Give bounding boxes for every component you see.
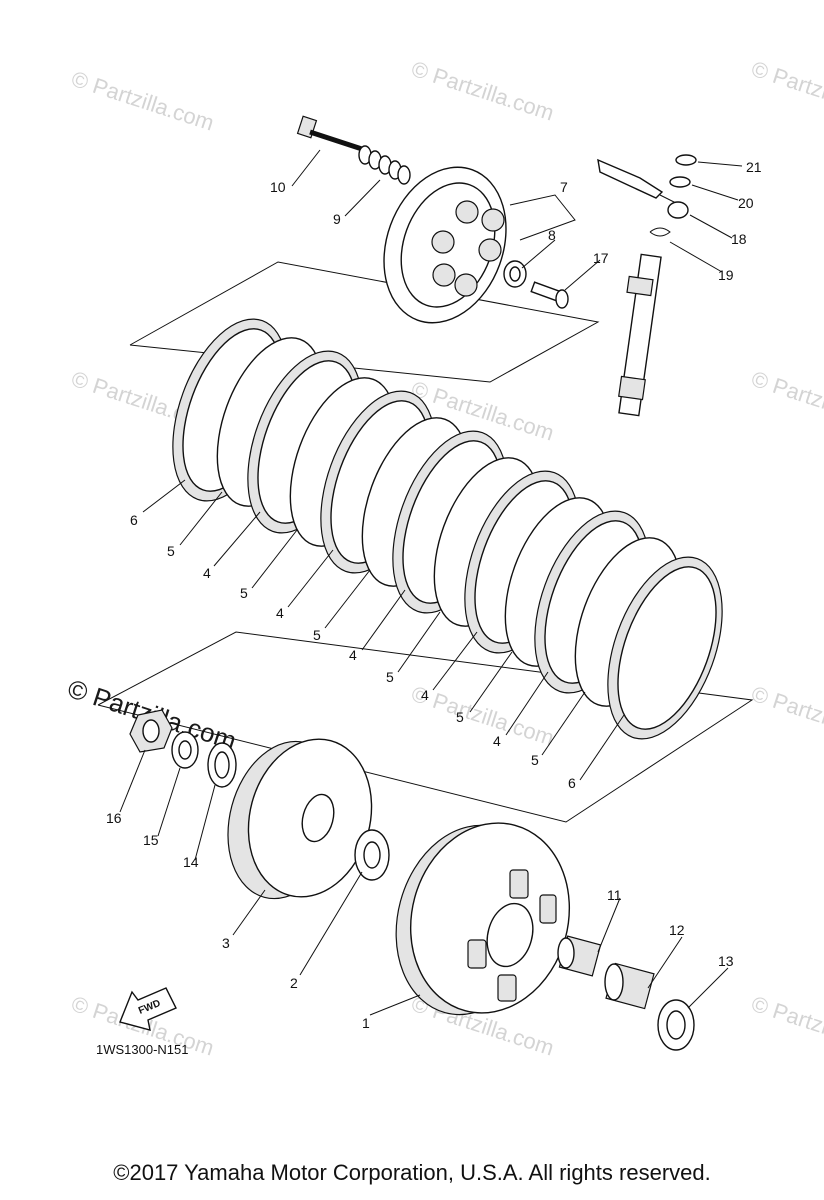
push-rod: [530, 281, 569, 309]
watermark: © Partzilla.com: [748, 366, 824, 436]
callout-4: 4: [203, 565, 211, 581]
lock-washer: [171, 731, 199, 769]
callout-15: 15: [143, 832, 159, 848]
clutch-housing: [395, 822, 571, 1016]
callout-4: 4: [349, 647, 357, 663]
callout-11: 11: [607, 887, 622, 903]
group-outlines: [97, 194, 754, 823]
nut: [129, 709, 173, 753]
callout-21: 21: [746, 159, 762, 175]
thrust-washer: [207, 742, 237, 788]
callout-16: 16: [106, 810, 122, 826]
callout-20: 20: [738, 195, 754, 211]
callout-3: 3: [222, 935, 230, 951]
callout-2: 2: [290, 975, 298, 991]
callout-4: 4: [421, 687, 429, 703]
copyright-notice: ©2017 Yamaha Motor Corporation, U.S.A. A…: [113, 1160, 711, 1185]
push-lever-shaft: [597, 154, 697, 417]
clutch-boss: [227, 738, 373, 900]
clutch-plate-stack: [172, 318, 723, 740]
callout-5: 5: [531, 752, 539, 768]
callout-10: 10: [270, 179, 286, 195]
callout-7: 7: [560, 179, 568, 195]
watermark: © Partzilla.com: [748, 681, 824, 751]
watermark: © Partzilla.com: [748, 56, 824, 126]
bolt: [296, 115, 366, 153]
boss-washer: [354, 829, 390, 881]
callouts: 1 2 3 4 4 4 4 4 4 5 5 5 5 5 5 5 6 6 7 8 …: [106, 159, 762, 1031]
bearing: [503, 260, 527, 288]
pressure-plate: [383, 166, 507, 324]
callout-5: 5: [240, 585, 248, 601]
callout-6: 6: [568, 775, 576, 791]
callout-5: 5: [386, 669, 394, 685]
watermark: © Partzilla.com: [68, 66, 217, 136]
housing-washer: [657, 999, 695, 1051]
callout-1: 1: [362, 1015, 370, 1031]
spring: [358, 145, 411, 185]
callout-13: 13: [718, 953, 734, 969]
collar: [557, 935, 602, 977]
callout-12: 12: [669, 922, 685, 938]
callout-18: 18: [731, 231, 747, 247]
callout-19: 19: [718, 267, 734, 283]
needle-bearing: [604, 962, 655, 1010]
fwd-arrow-icon: FWD: [119, 987, 177, 1031]
leader-lines: [119, 149, 743, 1016]
watermark: © Partzilla.com: [408, 56, 557, 126]
callout-9: 9: [333, 211, 341, 227]
diagram-code: 1WS1300-N151: [96, 1042, 189, 1057]
callout-5: 5: [313, 627, 321, 643]
callout-5: 5: [456, 709, 464, 725]
callout-4: 4: [493, 733, 501, 749]
watermark: © Partzilla.com: [748, 991, 824, 1061]
callout-5: 5: [167, 543, 175, 559]
callout-4: 4: [276, 605, 284, 621]
callout-6: 6: [130, 512, 138, 528]
callout-14: 14: [183, 854, 199, 870]
callout-17: 17: [593, 250, 609, 266]
callout-8: 8: [548, 227, 556, 243]
